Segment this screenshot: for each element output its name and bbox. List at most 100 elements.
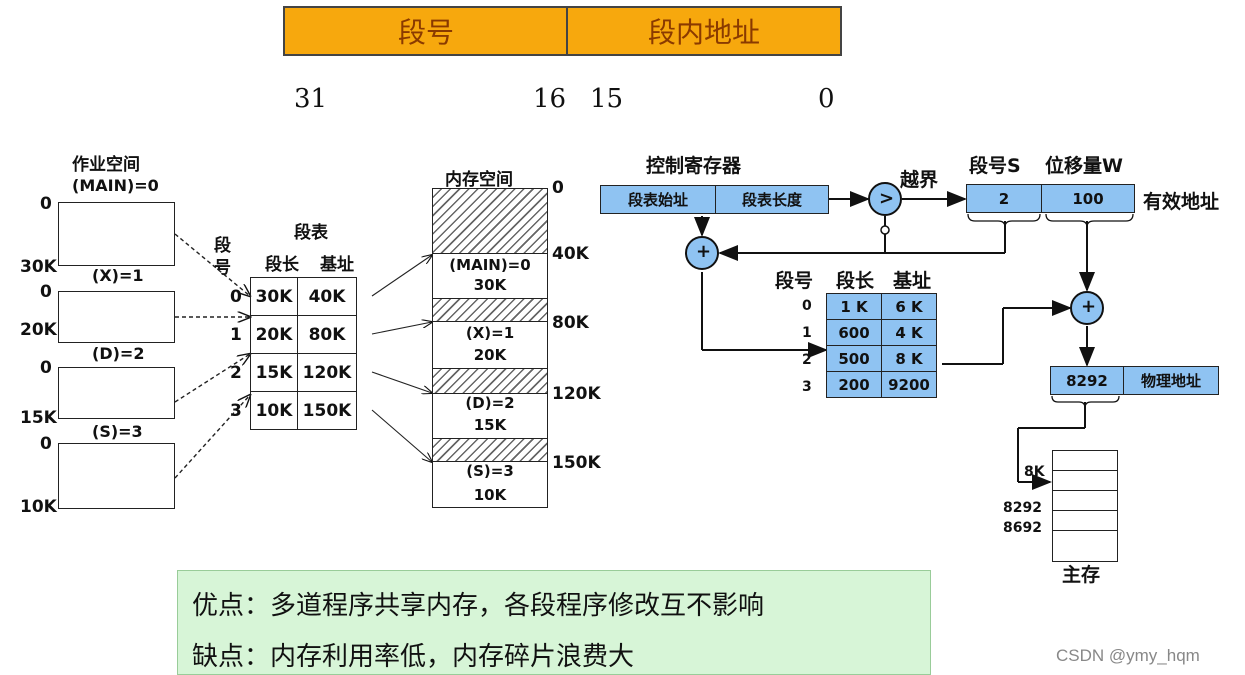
main-mem-label-8k: 8K: [1024, 464, 1045, 480]
seg-base-3: 150K: [297, 391, 357, 430]
main-memory-row: [1052, 510, 1118, 531]
job-seg-end-1: 20K: [20, 320, 57, 340]
job-seg-end-0: 30K: [20, 257, 57, 277]
mem-addr-0: 0: [552, 178, 564, 198]
compare-symbol: >: [879, 188, 895, 209]
control-register-title: 控制寄存器: [646, 155, 742, 177]
segment-table-title: 段表: [294, 223, 328, 243]
cons-text: 缺点：内存利用率低，内存碎片浪费大: [192, 642, 635, 672]
xl-len-1: 600: [826, 319, 882, 346]
compare-circle: [868, 182, 902, 216]
seg-base-1: 80K: [297, 315, 357, 354]
main-memory-row: [1052, 490, 1118, 511]
disp-w-label: 位移量W: [1045, 155, 1123, 177]
seg-table-length-cell: 段表长度: [715, 185, 829, 214]
seg-table-index-3: 3: [230, 401, 242, 421]
xl-len-3: 200: [826, 371, 882, 398]
bit-16: 16: [533, 84, 567, 114]
job-seg-start-3: 0: [40, 434, 52, 454]
seg-len-3: 10K: [250, 391, 298, 430]
job-segment-main: [58, 202, 175, 266]
effective-address-label: 有效地址: [1143, 191, 1220, 213]
segment-number-field-label: 段号: [397, 16, 454, 49]
main-memory-row: [1052, 530, 1118, 562]
job-seg-start-1: 0: [40, 282, 52, 302]
xl-base-3: 9200: [881, 371, 937, 398]
job-segment-d: [58, 367, 175, 419]
memory-space-title: 内存空间: [445, 170, 513, 190]
memory-free-1: [432, 298, 548, 322]
seg-len-2: 15K: [250, 353, 298, 392]
mem-addr-40k: 40K: [552, 244, 589, 264]
xl-seg-0: 0: [802, 298, 812, 314]
main-memory-row: [1052, 470, 1118, 491]
xl-base-0: 6 K: [881, 293, 937, 320]
xl-base-1: 4 K: [881, 319, 937, 346]
pros-text: 优点：多道程序共享内存，各段程序修改互不影响: [192, 591, 765, 621]
bit-0: 0: [818, 84, 835, 114]
xl-len-0: 1 K: [826, 293, 882, 320]
seg-table-index-0: 0: [230, 287, 242, 307]
mem-seg-name-0: (MAIN)=0: [449, 256, 531, 274]
adder-circle-right: [1070, 291, 1104, 325]
mem-seg-size-0: 30K: [473, 276, 507, 294]
seg-number-vertical-label: 段号: [214, 236, 231, 278]
mem-seg-name-1: (X)=1: [465, 324, 515, 342]
main-memory-title: 主存: [1062, 564, 1101, 586]
bit-31: 31: [294, 84, 328, 114]
job-segment-x: [58, 291, 175, 343]
seg-table-index-2: 2: [230, 363, 242, 383]
memory-free-3: [432, 438, 548, 462]
seg-base-2: 120K: [297, 353, 357, 392]
seg-table-header-len: 段长: [265, 255, 299, 275]
xl-table-header-len: 段长: [836, 270, 875, 292]
xl-seg-3: 3: [802, 379, 812, 395]
job-seg-start-2: 0: [40, 358, 52, 378]
mem-seg-size-3: 10K: [473, 486, 507, 504]
offset-field-label: 段内地址: [647, 16, 760, 49]
mem-seg-size-2: 15K: [473, 416, 507, 434]
segment-number-field: 段号: [283, 6, 569, 56]
adder-symbol-right: +: [1081, 296, 1097, 317]
job-seg-name-3: (S)=3: [92, 422, 143, 441]
main-mem-label-8292: 8292: [1003, 500, 1042, 516]
main-mem-label-8692: 8692: [1003, 520, 1042, 536]
xl-seg-2: 2: [802, 352, 812, 368]
seg-value-cell: 2: [966, 184, 1042, 213]
physical-label-cell: 物理地址: [1123, 366, 1219, 395]
seg-table-start-cell: 段表始址: [600, 185, 716, 214]
seg-len-1: 20K: [250, 315, 298, 354]
job-seg-name-2: (D)=2: [92, 344, 145, 363]
mem-seg-name-2: (D)=2: [465, 394, 515, 412]
seg-base-0: 40K: [297, 277, 357, 316]
mem-addr-120k: 120K: [552, 384, 601, 404]
memory-free-0: [432, 188, 548, 254]
mem-seg-name-3: (S)=3: [466, 462, 514, 480]
xl-table-header-base: 基址: [893, 270, 932, 292]
job-seg-name-1: (X)=1: [92, 266, 144, 285]
bit-15: 15: [590, 84, 624, 114]
overflow-label: 越界: [900, 169, 939, 191]
main-memory-row: [1052, 450, 1118, 471]
seg-table-header-base: 基址: [320, 255, 354, 275]
seg-table-index-1: 1: [230, 325, 242, 345]
job-seg-name-0: (MAIN)=0: [72, 176, 159, 195]
mem-addr-150k: 150K: [552, 453, 601, 473]
watermark: CSDN @ymy_hqm: [1056, 646, 1200, 665]
job-space-title: 作业空间: [72, 155, 140, 175]
xl-base-2: 8 K: [881, 345, 937, 372]
job-seg-end-3: 10K: [20, 497, 57, 517]
seg-s-label: 段号S: [969, 155, 1021, 177]
adder-circle-left: [685, 236, 719, 270]
xl-seg-1: 1: [802, 325, 812, 341]
offset-field: 段内地址: [566, 6, 842, 56]
